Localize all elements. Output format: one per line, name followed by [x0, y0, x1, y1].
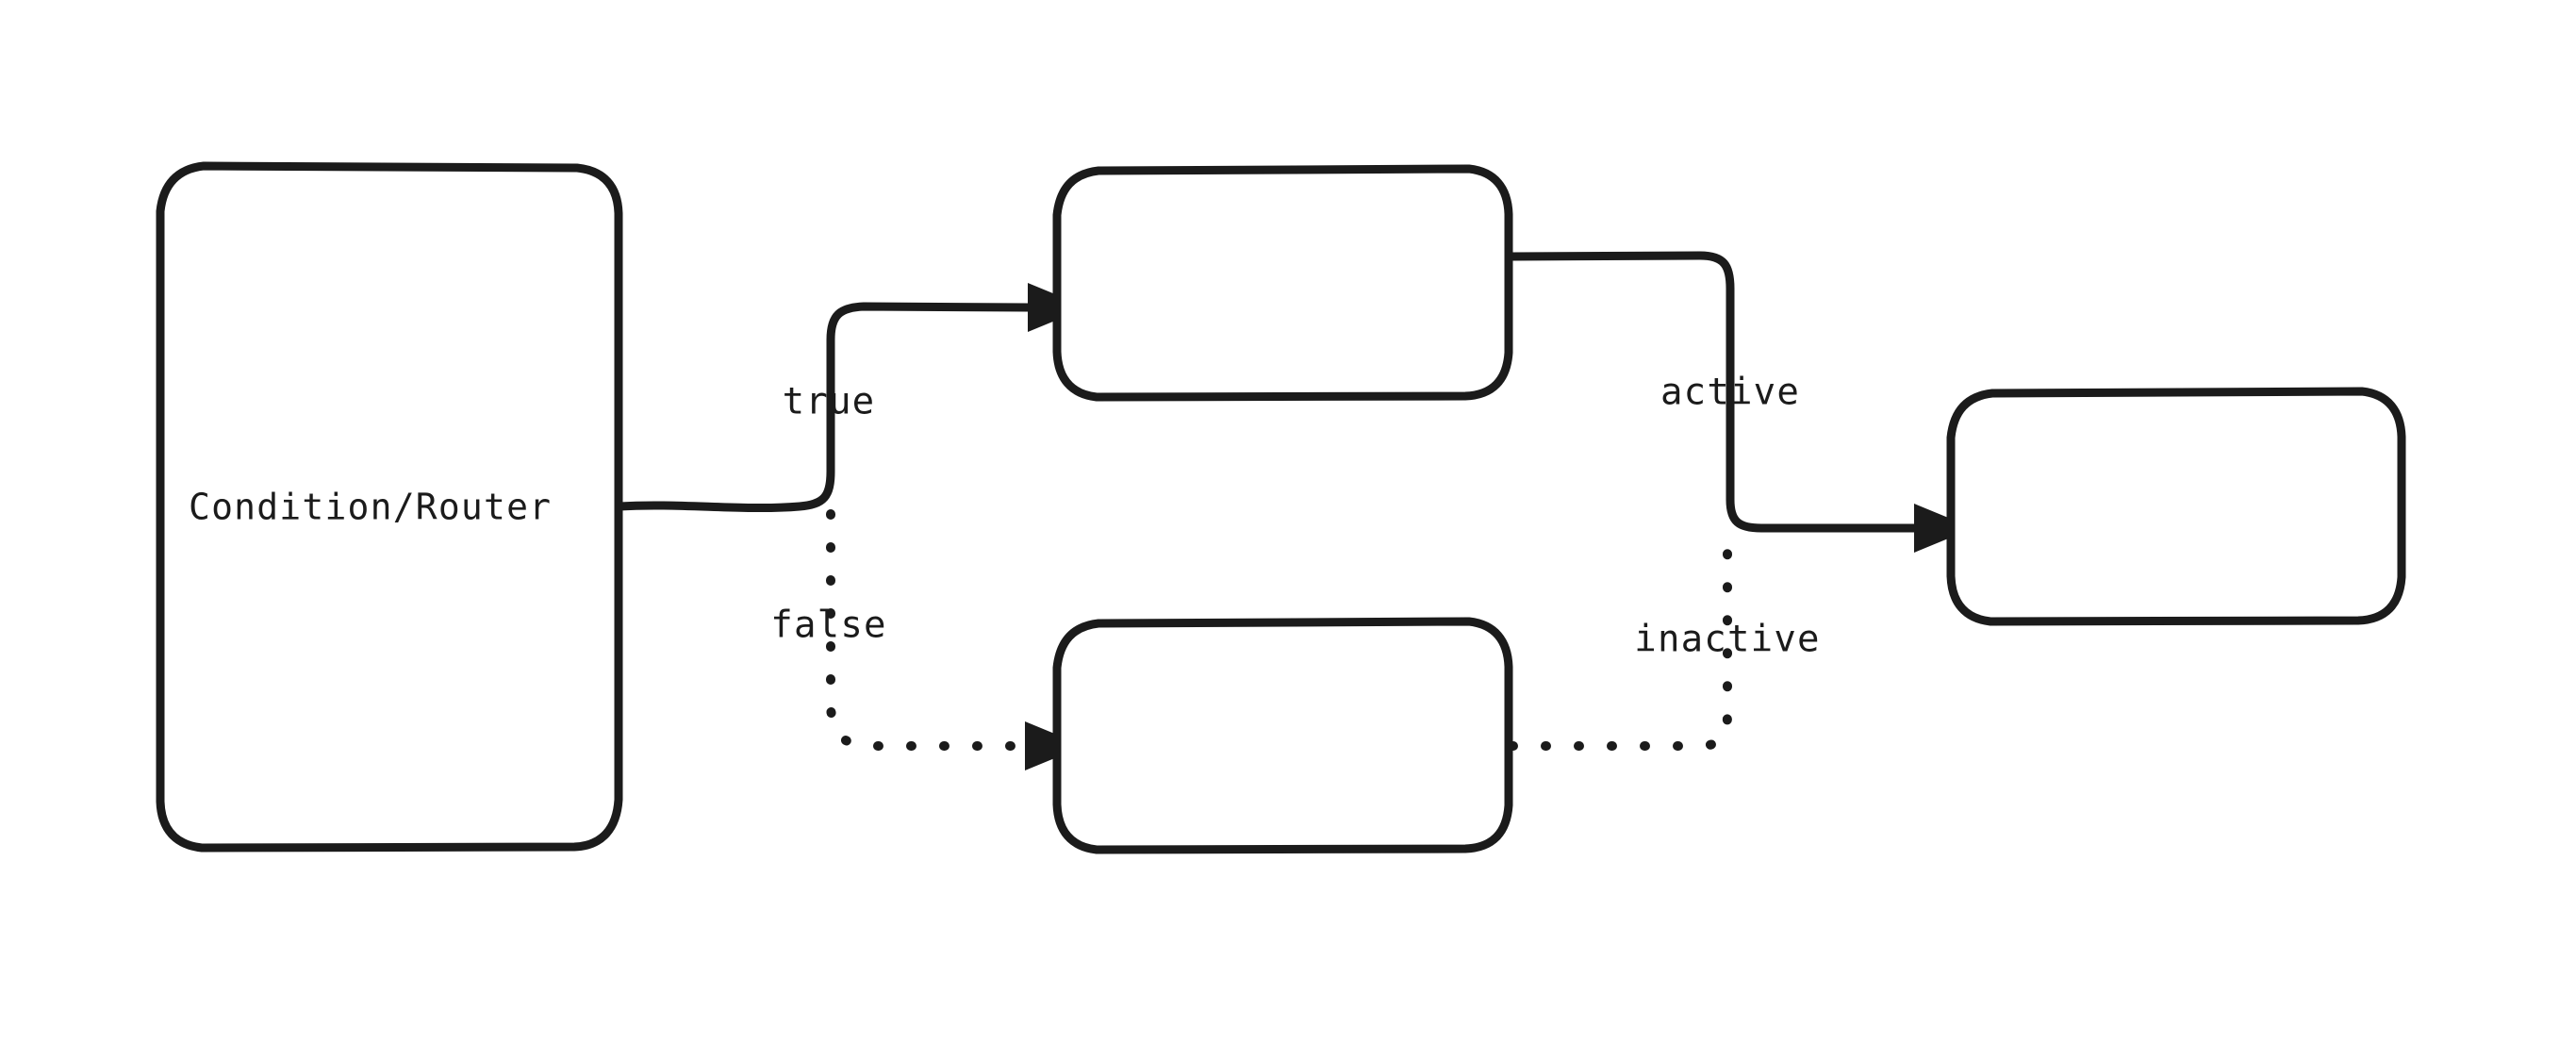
- edge-true-line: [615, 302, 1032, 513]
- node-false-branch[interactable]: [1052, 617, 1513, 854]
- node-merge-target-shape: [1946, 387, 2406, 626]
- edge-true: true: [615, 283, 1087, 513]
- edge-active-line: [1508, 251, 1919, 533]
- node-condition-router[interactable]: Condition/Router: [156, 161, 623, 853]
- edge-active-arrowhead: [1914, 504, 1973, 553]
- node-false-branch-shape: [1052, 617, 1513, 854]
- node-true-branch[interactable]: [1052, 164, 1513, 402]
- edge-active: active: [1508, 251, 1973, 553]
- edge-false: false: [770, 509, 1084, 770]
- edge-inactive-label: inactive: [1634, 619, 1820, 661]
- edge-active-label: active: [1660, 372, 1800, 414]
- edge-true-label: true: [783, 381, 876, 423]
- node-merge-target[interactable]: [1946, 387, 2406, 626]
- edge-inactive: inactive: [1508, 538, 1820, 751]
- node-true-branch-shape: [1052, 164, 1513, 402]
- node-condition-router-label: Condition/Router: [189, 487, 552, 528]
- edge-false-label: false: [770, 605, 886, 647]
- node-condition-router-shape: [156, 161, 623, 853]
